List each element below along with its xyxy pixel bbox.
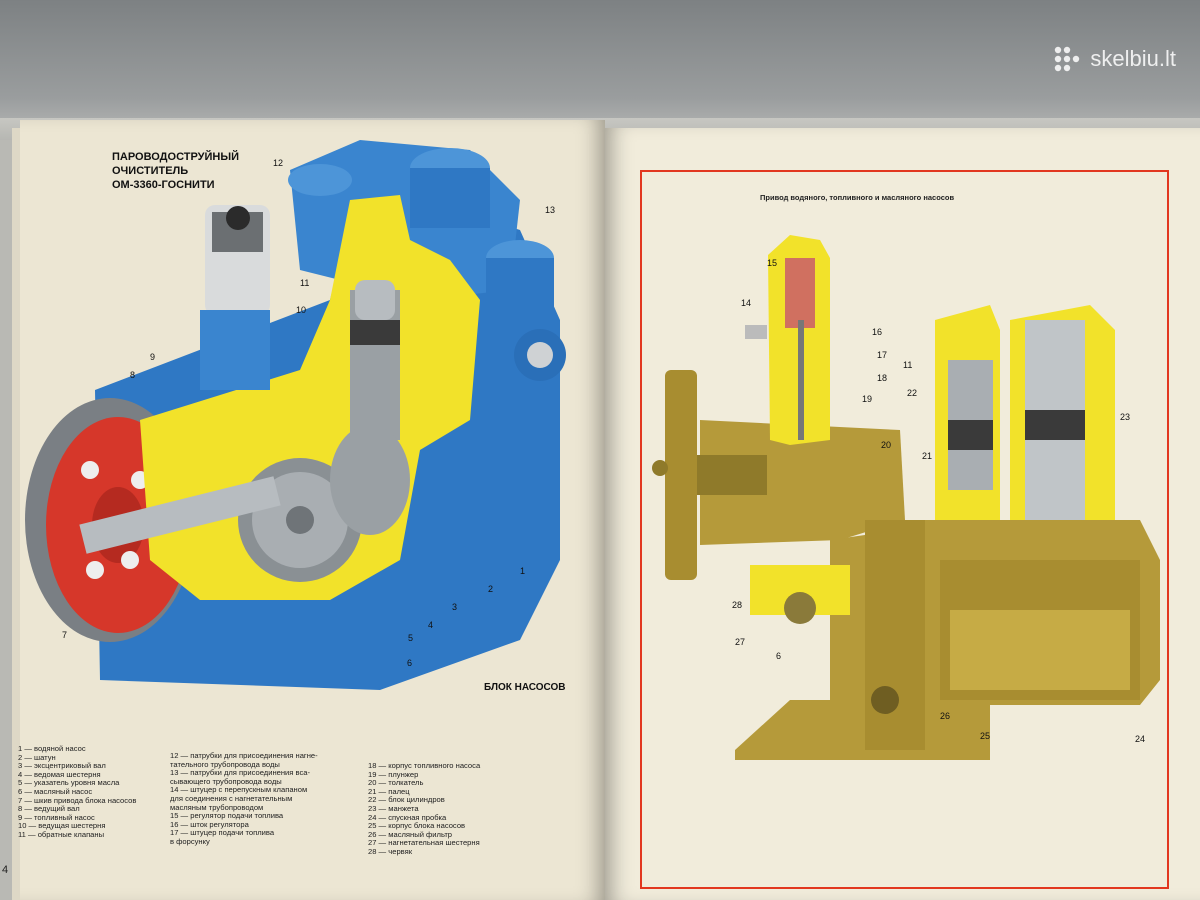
watermark-text: skelbiu.lt xyxy=(1090,46,1176,71)
background-wall xyxy=(0,0,1200,140)
legend-column-1: 1 — водяной насос 2 — шатун 3 — эксцентр… xyxy=(18,744,137,839)
callout-14: 14 xyxy=(741,298,752,308)
callout-13: 13 xyxy=(545,205,556,215)
callout-27: 27 xyxy=(735,637,746,647)
callout-24: 24 xyxy=(1135,734,1146,744)
right-page-title: Привод водяного, топливного и масляного … xyxy=(760,193,955,202)
callout-21: 21 xyxy=(922,451,933,461)
callout-8: 8 xyxy=(130,370,136,380)
callout-3: 3 xyxy=(452,602,458,612)
callout-4: 4 xyxy=(428,620,434,630)
diagram-frame xyxy=(640,170,1169,889)
callout-16: 16 xyxy=(872,327,883,337)
callout-11b: 11 xyxy=(903,360,913,370)
callout-20: 20 xyxy=(881,440,892,450)
callout-6: 6 xyxy=(407,658,413,668)
callout-7: 7 xyxy=(62,630,68,640)
callout-19: 19 xyxy=(862,394,873,404)
legend-column-3: 18 — корпус топливного насоса 19 — плунж… xyxy=(368,761,481,856)
callout-10: 10 xyxy=(296,305,307,315)
watermark-logo-icon xyxy=(1055,46,1080,72)
callout-1: 1 xyxy=(520,566,526,576)
callout-11: 11 xyxy=(300,278,310,288)
callout-5: 5 xyxy=(408,633,414,643)
watermark: skelbiu.lt xyxy=(1052,44,1176,74)
callout-17: 17 xyxy=(877,350,888,360)
left-page-title: ПАРОВОДОСТРУЙНЫЙ ОЧИСТИТЕЛЬ ОМ-3360-ГОСН… xyxy=(112,151,240,191)
page-number: 4 xyxy=(2,864,9,876)
callout-9: 9 xyxy=(150,352,156,362)
callout-2: 2 xyxy=(488,584,494,594)
callout-26: 26 xyxy=(940,711,951,721)
callout-15: 15 xyxy=(767,258,778,268)
callout-28: 28 xyxy=(732,600,743,610)
callout-25: 25 xyxy=(980,731,991,741)
callout-23: 23 xyxy=(1120,412,1131,422)
callout-22: 22 xyxy=(907,388,918,398)
left-page-caption: БЛОК НАСОСОВ xyxy=(484,682,566,693)
callout-12: 12 xyxy=(273,158,284,168)
callout-6b: 6 xyxy=(776,651,782,661)
callout-18: 18 xyxy=(877,373,888,383)
legend-column-2: 12 — патрубки для присоединения нагне- т… xyxy=(170,751,318,846)
